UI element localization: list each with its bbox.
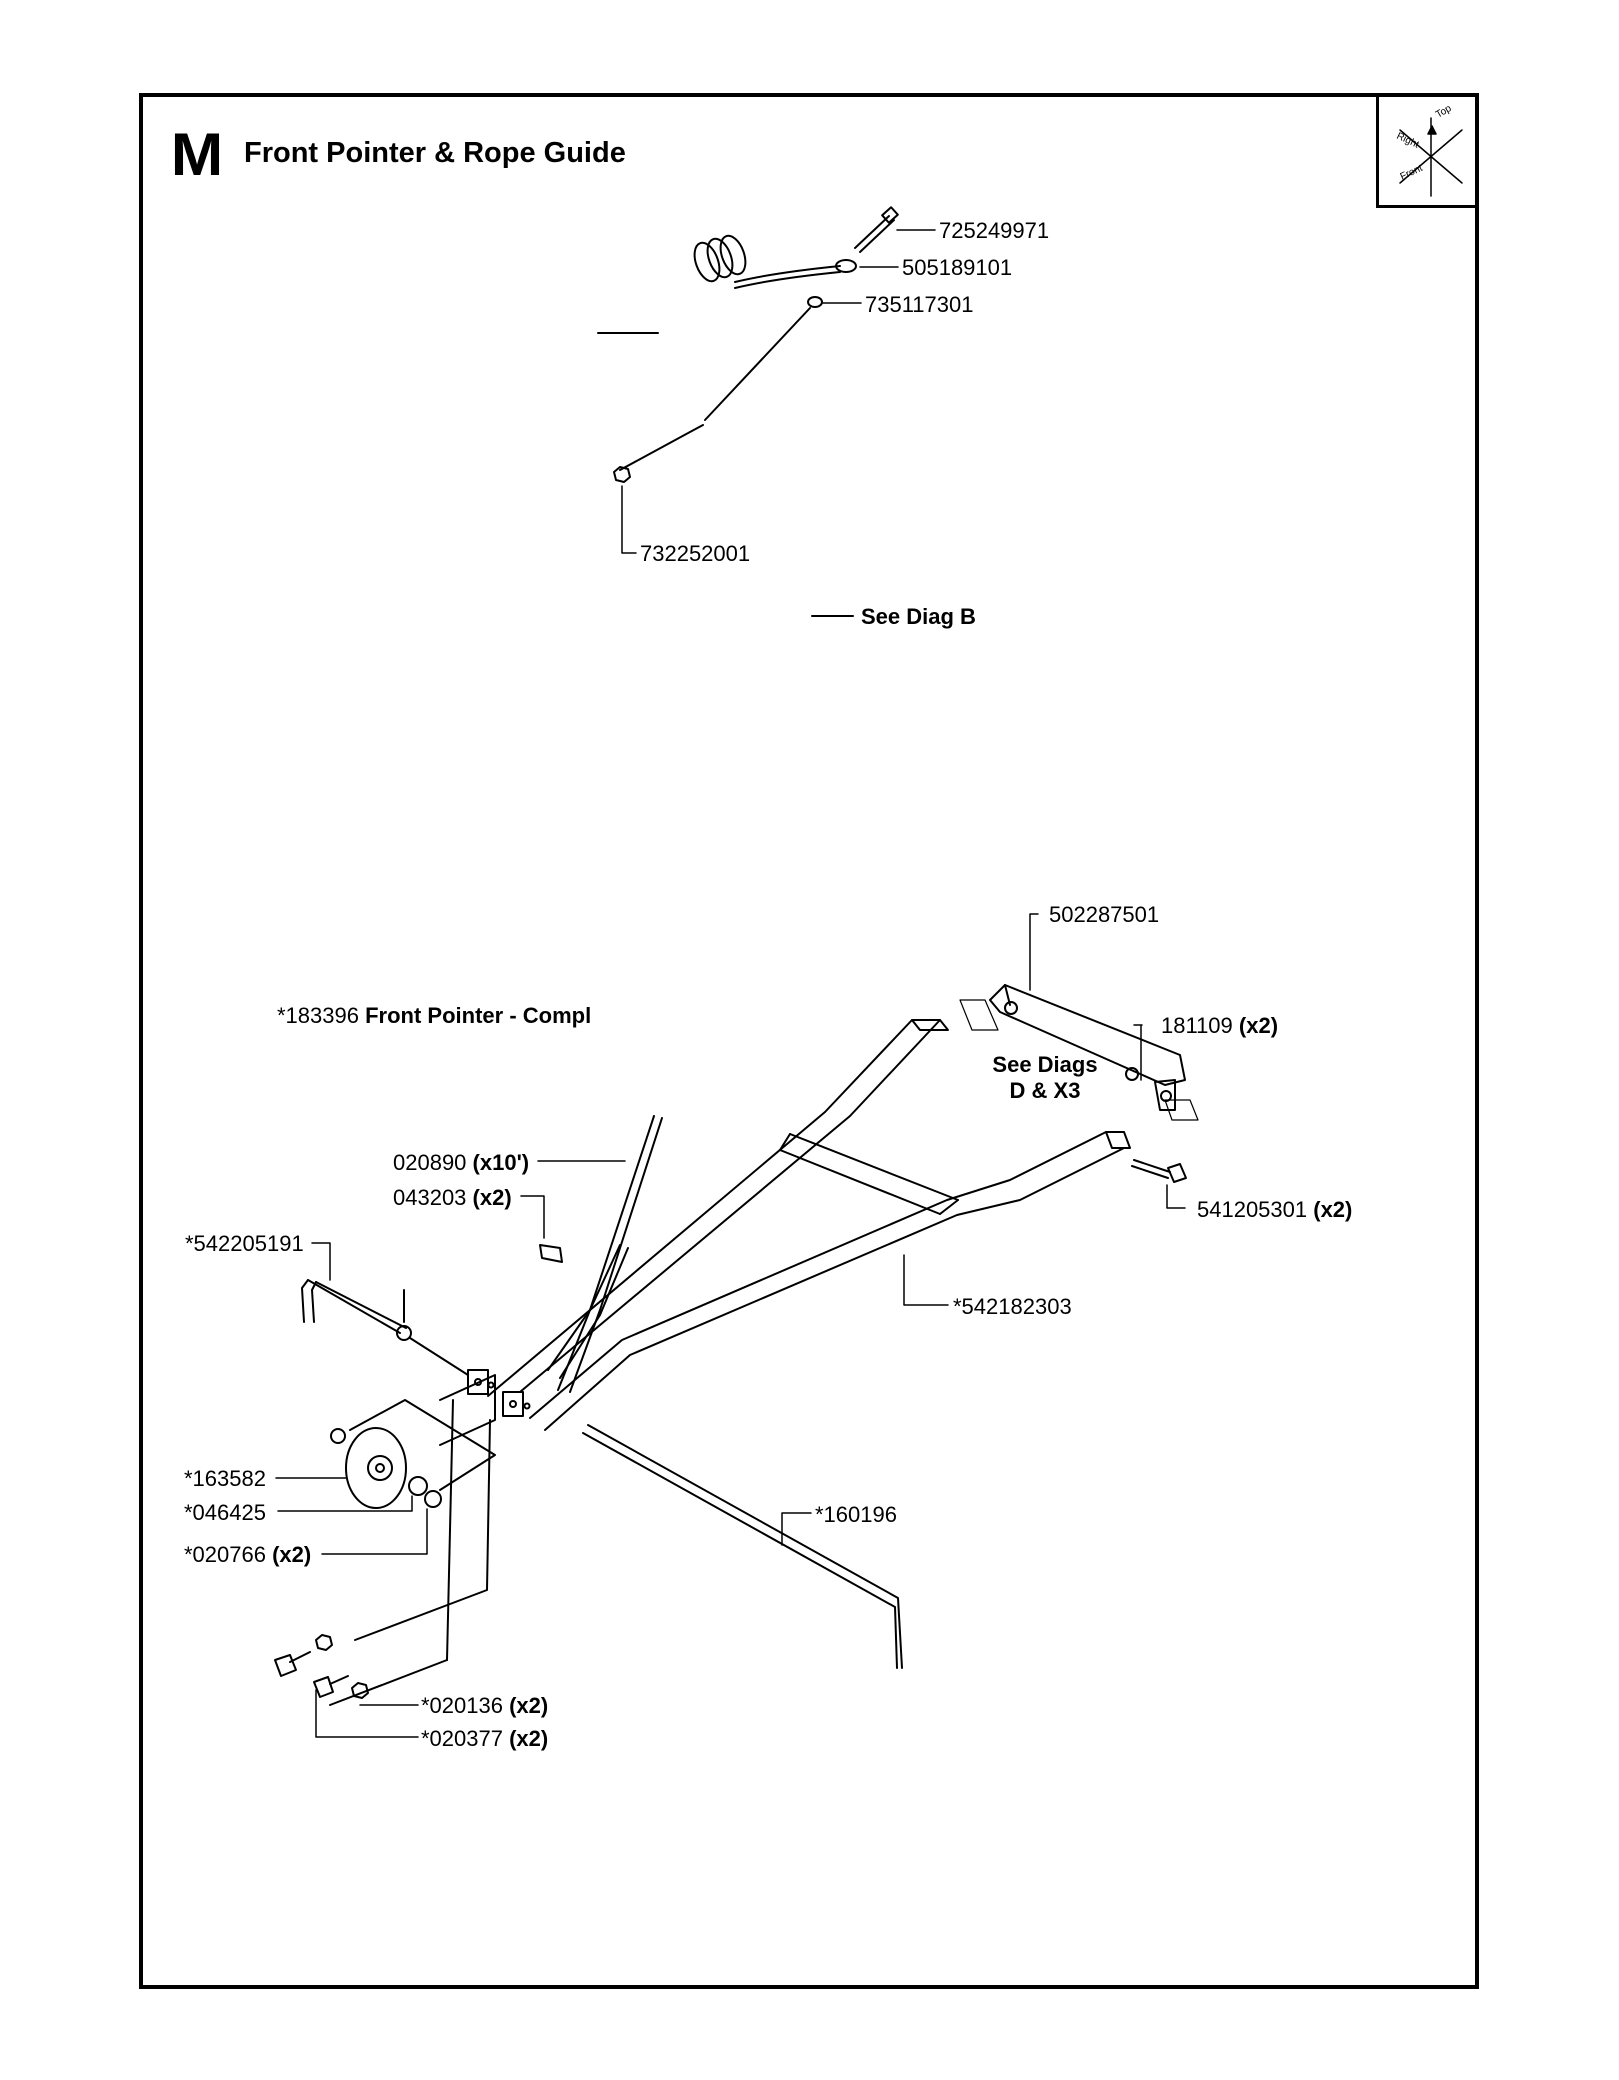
section-letter: M bbox=[170, 121, 223, 188]
label-stake-160196: *160196 bbox=[815, 1502, 897, 1527]
see-diags-d-x3-ref: See Diags D & X3 bbox=[992, 1052, 1098, 1103]
axis-right-label: Right bbox=[1395, 131, 1421, 151]
axis-top-label: Top bbox=[1434, 103, 1454, 121]
label-bracket-502287501: 502287501 bbox=[1049, 902, 1160, 927]
page-title: Front Pointer & Rope Guide bbox=[244, 137, 626, 169]
assembly-label: *183396 Front Pointer - Compl bbox=[277, 1003, 591, 1029]
label-washer-020766: *020766 (x2) bbox=[184, 1542, 312, 1567]
label-wheel-163582: *163582 bbox=[184, 1466, 266, 1491]
label-nut-020136: *020136 (x2) bbox=[421, 1693, 549, 1718]
axis-front-label: Front bbox=[1399, 163, 1425, 183]
label-frame-542182303: *542182303 bbox=[953, 1294, 1072, 1319]
label-clip-043203: 043203 (x2) bbox=[393, 1185, 512, 1210]
front-pointer-illustration bbox=[274, 984, 1199, 1706]
see-diag-b-ref: See Diag B bbox=[861, 604, 976, 629]
label-washer-046425: *046425 bbox=[184, 1500, 266, 1525]
assembly-name: Front Pointer - Compl bbox=[365, 1003, 592, 1028]
label-washer-735117301: 735117301 bbox=[865, 292, 974, 317]
label-rope-020890: 020890 (x10') bbox=[393, 1150, 530, 1175]
label-bolt-541205301: 541205301 (x2) bbox=[1197, 1197, 1353, 1222]
orientation-box bbox=[1376, 93, 1479, 208]
label-stake-542205191: *542205191 bbox=[185, 1231, 304, 1256]
page-frame bbox=[139, 93, 1479, 1989]
orientation-axis-icon: Top Right Front bbox=[1395, 103, 1463, 197]
rope-guide-leaders bbox=[621, 229, 936, 554]
label-guide-505189101: 505189101 bbox=[902, 255, 1013, 280]
rope-guide-illustration bbox=[597, 206, 899, 617]
label-nut-181109: 181109 (x2) bbox=[1161, 1013, 1279, 1038]
label-bolt-020377: *020377 (x2) bbox=[421, 1726, 549, 1751]
front-pointer-leaders bbox=[275, 913, 1186, 1738]
label-nut-732252001: 732252001 bbox=[640, 541, 751, 566]
label-bolt-725249971: 725249971 bbox=[939, 218, 1050, 243]
assembly-part-number: *183396 bbox=[277, 1003, 359, 1028]
